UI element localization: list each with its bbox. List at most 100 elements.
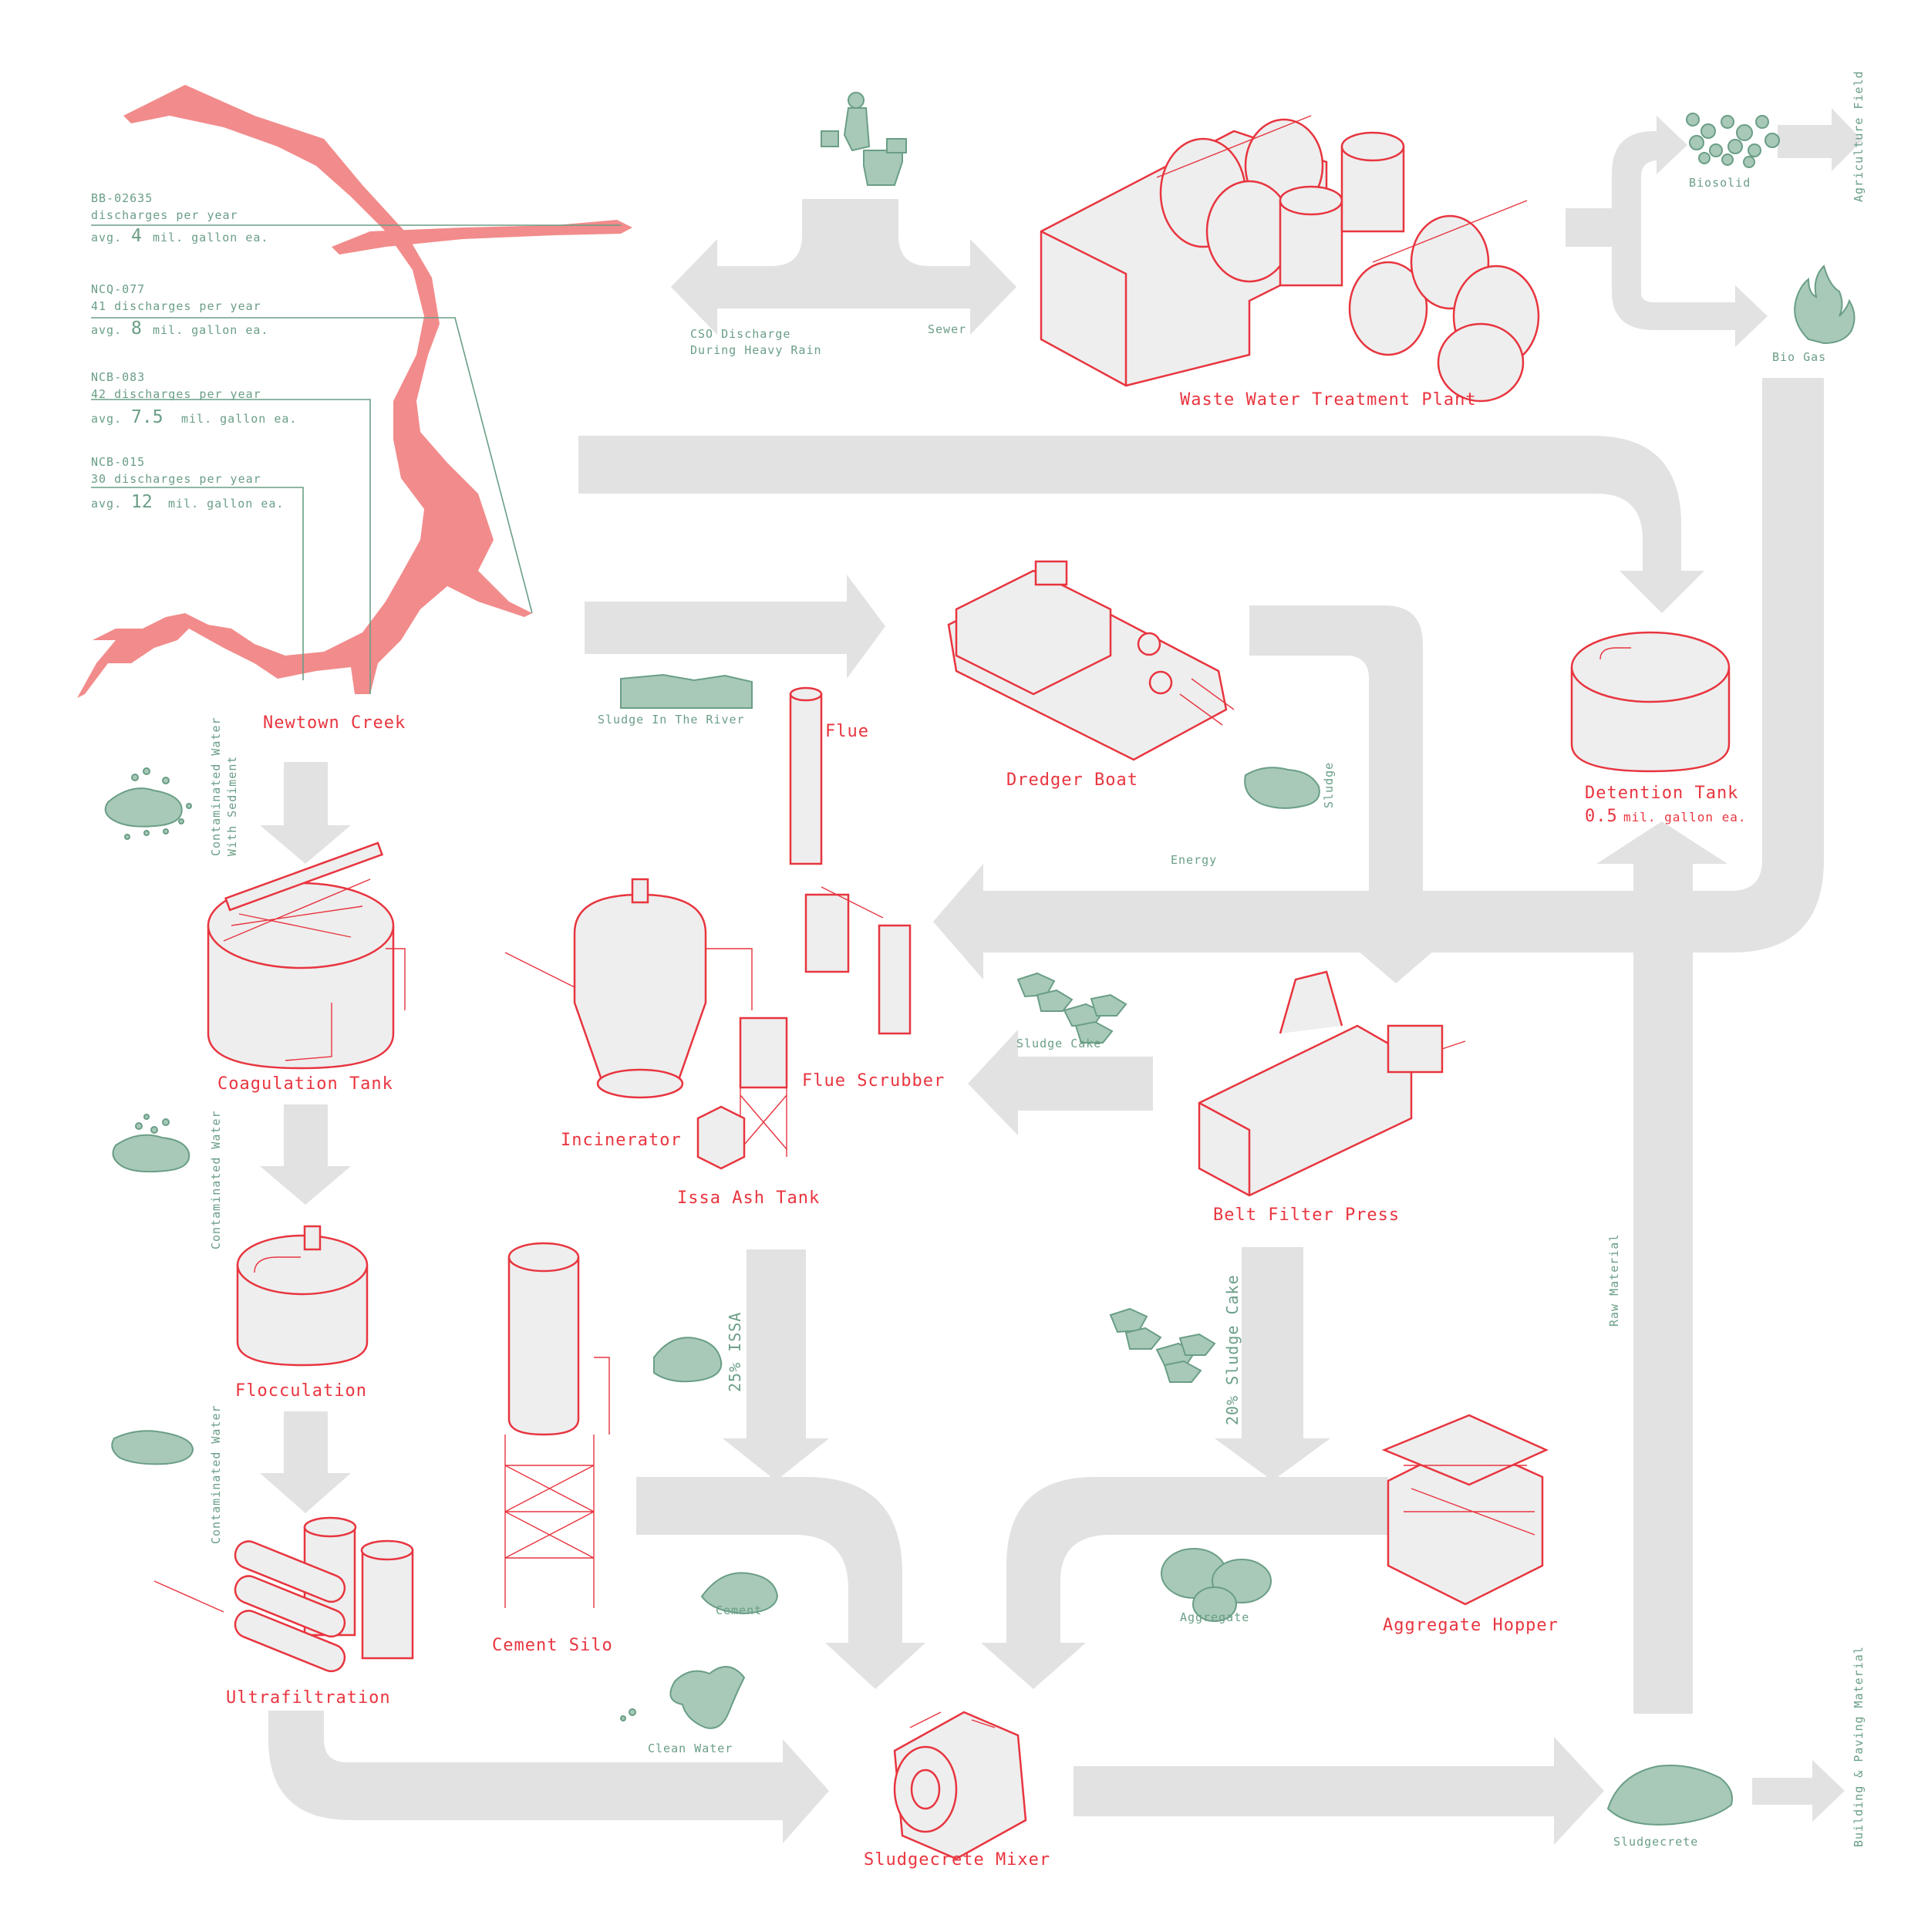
flue-scrubber-label: Flue Scrubber xyxy=(802,1071,945,1091)
flue-label: Flue xyxy=(825,722,869,741)
outfall-avg-prefix: avg. xyxy=(91,231,122,244)
outfall-labels: BB-02635 discharges per year avg. 4 mil.… xyxy=(91,191,621,694)
sludge-cake-percent-label: 20% Sludge Cake xyxy=(1223,1274,1242,1425)
outfall-volume: 12 xyxy=(131,492,153,512)
aggregate-label: Aggregate xyxy=(1180,1610,1249,1624)
sludge-cake-label: Sludge Cake xyxy=(1016,1037,1101,1050)
newtown-creek-map: Newtown Creek xyxy=(77,85,632,733)
outfall-ncq-077: NCQ-077 41 discharges per year avg. 8 mi… xyxy=(91,282,533,614)
creek-shape xyxy=(77,85,532,698)
creek-title: Newtown Creek xyxy=(263,713,406,733)
sludgecrete-label: Sludgecrete xyxy=(1613,1835,1698,1849)
coagulation-tank-illustration: Coagulation Tank xyxy=(207,841,406,1094)
building-material-label: Building & Paving Material xyxy=(1852,1646,1866,1847)
outfall-id: BB-02635 xyxy=(91,191,153,205)
detention-label: Detention Tank xyxy=(1585,784,1738,803)
sludge-cake-icon xyxy=(1016,972,1127,1044)
sludge-icon xyxy=(1244,767,1320,809)
ultrafiltration-illustration: Ultrafiltration xyxy=(153,1516,414,1708)
outfall-volume: 4 xyxy=(131,226,142,246)
overflow-to-detention-arrow xyxy=(578,436,1704,613)
contaminated-sediment-label-2: With Sediment xyxy=(225,756,239,856)
outfall-unit: mil. gallon ea. xyxy=(168,497,284,511)
cleanwater-to-mixer-arrow xyxy=(268,1711,829,1843)
biosolid-icon xyxy=(1686,113,1780,168)
cso-sewer-split-arrow xyxy=(671,199,1016,335)
coagulation-to-flocculation-arrow xyxy=(260,1104,351,1205)
contaminated-water-label-a: Contaminated Water xyxy=(209,1110,223,1249)
outfall-ncb-083: NCB-083 42 discharges per year avg. 7.5 … xyxy=(91,370,371,694)
contaminated-water-label-b: Contaminated Water xyxy=(209,1404,223,1544)
sludgecrete-icon xyxy=(1606,1765,1733,1826)
sludgecrete-mixer-illustration: Sludgecrete Mixer xyxy=(864,1711,1050,1870)
mixer-to-sludgecrete-arrow xyxy=(1074,1737,1604,1845)
incinerator-flue-illustration: Flue Flue Scrubber Incinerator Issa Ash … xyxy=(504,686,945,1208)
creek-branch xyxy=(332,220,632,255)
issa-tank-label: Issa Ash Tank xyxy=(677,1189,820,1208)
detention-tank-illustration: Detention Tank 0.5 mil. gallon ea. xyxy=(1570,631,1747,826)
biosolid-label: Biosolid xyxy=(1689,176,1751,190)
creek-to-coagulation-arrow xyxy=(260,762,351,864)
sludgecake-to-incinerator-arrow xyxy=(968,1030,1153,1135)
leader-line xyxy=(91,399,371,694)
to-agriculture-arrow xyxy=(1778,108,1862,171)
raw-material-arrow xyxy=(1596,821,1727,1714)
issa-pile-icon xyxy=(653,1337,723,1383)
flocculation-to-ultrafiltration-arrow xyxy=(260,1411,351,1513)
contaminated-sediment-label-1: Contaminated Water xyxy=(209,716,223,856)
outfall-frequency: 41 discharges per year xyxy=(91,299,261,313)
outfall-avg-prefix: avg. xyxy=(91,323,122,337)
outfall-frequency: 42 discharges per year xyxy=(91,387,261,401)
biogas-energy-arrow xyxy=(933,378,1824,979)
leader-line xyxy=(91,317,533,614)
clean-water-label: Clean Water xyxy=(648,1741,733,1755)
outfall-id: NCQ-077 xyxy=(91,282,145,296)
mixer-label: Sludgecrete Mixer xyxy=(864,1850,1050,1870)
biogas-flame-icon xyxy=(1794,265,1856,345)
beltpress-to-aggregate-arrow xyxy=(1215,1247,1330,1481)
cement-silo-illustration: Cement Silo xyxy=(492,1242,612,1655)
contaminated-water-icon xyxy=(112,1114,190,1173)
outfall-unit: mil. gallon ea. xyxy=(153,231,268,244)
aggregate-hopper-illustration: Aggregate Hopper xyxy=(1381,1414,1559,1635)
issa-percent-label: 25% ISSA xyxy=(726,1312,744,1392)
cement-pile-icon xyxy=(700,1572,779,1615)
outfall-frequency: 30 discharges per year xyxy=(91,472,261,486)
outfall-avg-prefix: avg. xyxy=(91,497,122,511)
cso-label: CSO Discharge xyxy=(690,327,790,341)
flow-arrows xyxy=(260,108,1862,1845)
ultrafiltration-label: Ultrafiltration xyxy=(226,1688,391,1708)
coagulation-label: Coagulation Tank xyxy=(217,1074,393,1094)
aggregate-hopper-label: Aggregate Hopper xyxy=(1383,1616,1559,1635)
detention-capacity-value: 0.5 xyxy=(1585,807,1618,826)
outfall-id: NCB-015 xyxy=(91,455,145,469)
belt-press-label: Belt Filter Press xyxy=(1213,1205,1400,1225)
aggregate-icon xyxy=(1161,1548,1272,1622)
cement-label: Cement xyxy=(716,1603,762,1617)
outfall-unit: mil. gallon ea. xyxy=(181,412,297,426)
dredger-to-beltpress-arrow xyxy=(1249,605,1450,983)
clean-water-splash-icon xyxy=(620,1666,746,1729)
river-to-dredger-arrow xyxy=(585,575,885,679)
belt-filter-press-illustration: Belt Filter Press xyxy=(1198,970,1466,1225)
outfall-bb-02635: BB-02635 discharges per year avg. 4 mil.… xyxy=(91,191,621,246)
outfall-ncb-015: NCB-015 30 discharges per year avg. 12 m… xyxy=(91,455,304,680)
agriculture-label: Agriculture Field xyxy=(1852,70,1866,202)
raw-material-label: Raw Material xyxy=(1607,1234,1621,1327)
incinerator-label: Incinerator xyxy=(561,1131,682,1150)
outfall-unit: mil. gallon ea. xyxy=(153,323,268,337)
sludge-river-icon xyxy=(620,673,753,709)
sludge-cake-2-icon xyxy=(1109,1307,1216,1383)
to-building-arrow xyxy=(1752,1760,1845,1822)
dredger-label: Dredger Boat xyxy=(1006,770,1138,790)
wwtp-label: Waste Water Treatment Plant xyxy=(1180,390,1477,410)
detention-capacity-unit: mil. gallon ea. xyxy=(1623,810,1747,824)
water-puddle-icon xyxy=(111,1430,194,1465)
cso-label-2: During Heavy Rain xyxy=(690,343,822,357)
outfall-volume: 8 xyxy=(131,319,142,339)
sediment-water-icon xyxy=(104,767,192,840)
outfall-id: NCB-083 xyxy=(91,370,145,384)
sewer-label: Sewer xyxy=(928,322,966,336)
